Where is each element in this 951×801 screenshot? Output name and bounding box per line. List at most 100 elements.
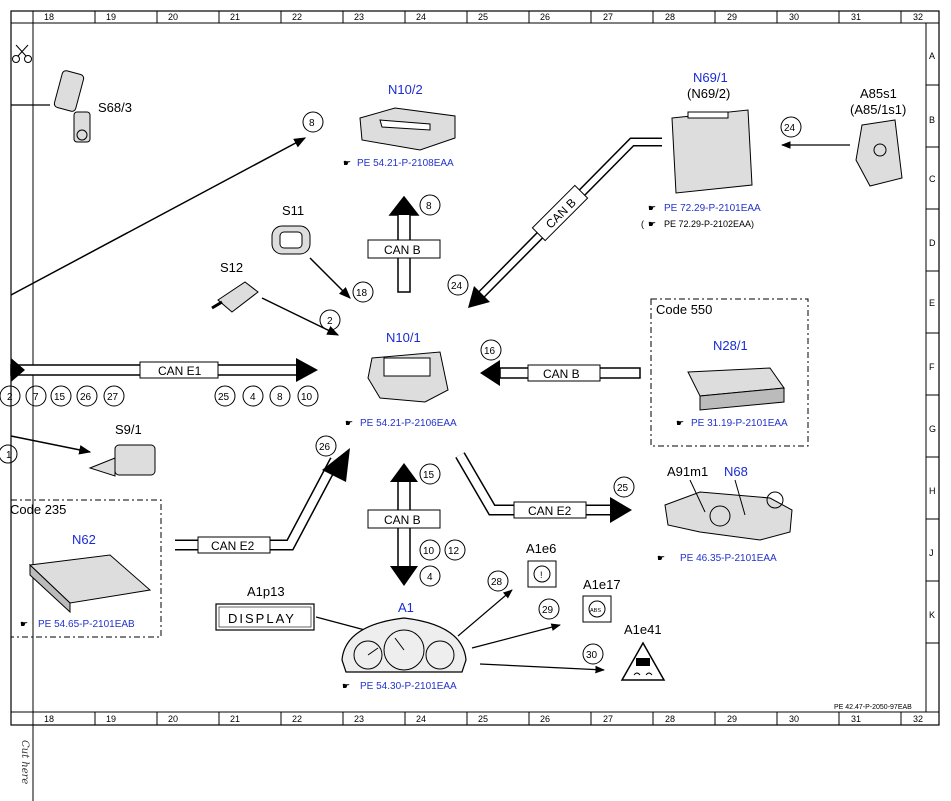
grid-rows-right: A B C D E F G H J K (929, 51, 936, 620)
manual-ref-icon: ☛ (648, 203, 656, 213)
can-b-bus-diagonal: CAN B (468, 137, 662, 308)
number-circle: 7 (25, 385, 47, 407)
n28-1-module-icon (687, 367, 785, 411)
svg-text:2: 2 (7, 392, 13, 403)
n69-1-module-icon (671, 109, 753, 194)
row-label: K (929, 610, 935, 620)
col-label: 29 (727, 714, 737, 724)
s9-1-switch-icon (10, 435, 156, 477)
svg-text:PE 54.21-P-2106EAA: PE 54.21-P-2106EAA (360, 418, 457, 429)
a1-instrument-cluster-icon (341, 617, 467, 673)
col-label: 19 (106, 714, 116, 724)
svg-text:(: ( (641, 219, 644, 229)
grid-columns-bottom: 18 19 20 21 22 23 24 25 26 27 28 29 30 3… (44, 714, 923, 724)
number-circle: 30 (582, 643, 604, 665)
drawing-frame (10, 10, 940, 801)
number-circle: 27 (103, 385, 125, 407)
n10-1-module-icon (367, 351, 449, 403)
row-label: D (929, 238, 936, 248)
number-circle: 8 (269, 385, 291, 407)
svg-text:15: 15 (423, 470, 435, 481)
col-label: 24 (416, 714, 426, 724)
svg-text:PE 54.65-P-2101EAB: PE 54.65-P-2101EAB (38, 619, 135, 630)
n69-2-label: (N69/2) (687, 86, 730, 101)
number-circle: 4 (242, 385, 264, 407)
a1p13-label: A1p13 (247, 584, 285, 599)
svg-text:29: 29 (542, 605, 554, 616)
a1-ref: ☛ PE 54.30-P-2101EAA (342, 681, 457, 692)
s11-connector-icon (271, 225, 311, 255)
n69-1-ref: ☛ PE 72.29-P-2101EAA ( ☛ PE 72.29-P-2102… (641, 203, 761, 229)
svg-text:CAN E2: CAN E2 (528, 504, 572, 518)
n69-1-label: N69/1 (693, 70, 728, 85)
a1e6-label: A1e6 (526, 541, 556, 556)
seat-belt-switch-icon (11, 70, 91, 143)
number-circle: 16 (480, 339, 502, 361)
a91m1-ref: ☛ PE 46.35-P-2101EAA (657, 553, 777, 564)
svg-text:25: 25 (218, 392, 230, 403)
col-label: 27 (603, 12, 613, 22)
row-label: F (929, 362, 935, 372)
svg-text:30: 30 (586, 650, 598, 661)
number-circle: 15 (50, 385, 72, 407)
svg-text:PE 72.29-P-2102EAA): PE 72.29-P-2102EAA) (664, 219, 754, 229)
a85s1-label: A85s1 (860, 86, 897, 101)
can-e1-bus: CAN E1 (10, 358, 318, 382)
a91m1-motor-icon (664, 479, 793, 541)
manual-ref-icon: ☛ (676, 418, 684, 428)
col-label: 21 (230, 714, 240, 724)
svg-text:15: 15 (54, 392, 66, 403)
n68-label: N68 (724, 464, 748, 479)
number-circle: 29 (538, 598, 560, 620)
s11-label: S11 (282, 203, 304, 218)
svg-text:24: 24 (784, 123, 796, 134)
s12-sensor-icon (211, 281, 259, 313)
col-label: 28 (665, 714, 675, 724)
s68-3-label: S68/3 (98, 100, 132, 115)
col-label: 21 (230, 12, 240, 22)
number-circle: 4 (419, 565, 441, 587)
manual-ref-icon: ☛ (345, 418, 353, 428)
svg-text:7: 7 (33, 392, 39, 403)
manual-ref-icon: ☛ (657, 553, 665, 563)
can-b-bus-up: CAN B (367, 195, 441, 293)
col-label: 30 (789, 12, 799, 22)
svg-text:!: ! (540, 570, 543, 580)
code-550-box (650, 298, 809, 447)
n10-2-ref: ☛ PE 54.21-P-2108EAA (343, 158, 454, 169)
n10-2-label: N10/2 (388, 82, 423, 97)
drawing-id: PE 42.47-P-2050-97EAB (834, 704, 912, 711)
col-label: 32 (913, 12, 923, 22)
svg-text:PE 54.30-P-2101EAA: PE 54.30-P-2101EAA (360, 681, 457, 692)
n62-ref: ☛ PE 54.65-P-2101EAB (20, 619, 135, 630)
svg-text:1: 1 (6, 450, 12, 461)
can-b-bus-vertical: CAN B (367, 463, 441, 586)
code-550-label: Code 550 (656, 302, 712, 317)
n28-1-label: N28/1 (713, 338, 748, 353)
number-circle: 26 (76, 385, 98, 407)
code-235-box (11, 499, 162, 638)
svg-text:2: 2 (327, 316, 333, 327)
number-circle: 25 (214, 385, 236, 407)
grid-columns-top: 18 19 20 21 22 23 24 25 26 27 28 29 30 3… (44, 12, 923, 22)
a91m1-label: A91m1 (667, 464, 708, 479)
svg-text:CAN E1: CAN E1 (158, 364, 202, 378)
n62-module-icon (28, 554, 152, 614)
svg-text:ABS: ABS (590, 608, 601, 614)
number-circle: 24 (780, 116, 802, 138)
number-circle: 2 (319, 309, 341, 331)
can-b-bus-left: CAN B (480, 360, 641, 386)
number-circle: 8 (302, 111, 324, 133)
a1p13-display: DISPLAY (215, 603, 315, 631)
svg-text:24: 24 (451, 281, 463, 292)
col-label: 25 (478, 12, 488, 22)
svg-text:12: 12 (448, 546, 460, 557)
svg-text:27: 27 (107, 392, 119, 403)
col-label: 22 (292, 714, 302, 724)
row-label: H (929, 486, 936, 496)
row-label: A (929, 51, 935, 61)
s9-1-label: S9/1 (115, 422, 142, 437)
col-label: 27 (603, 714, 613, 724)
col-label: 31 (851, 12, 861, 22)
